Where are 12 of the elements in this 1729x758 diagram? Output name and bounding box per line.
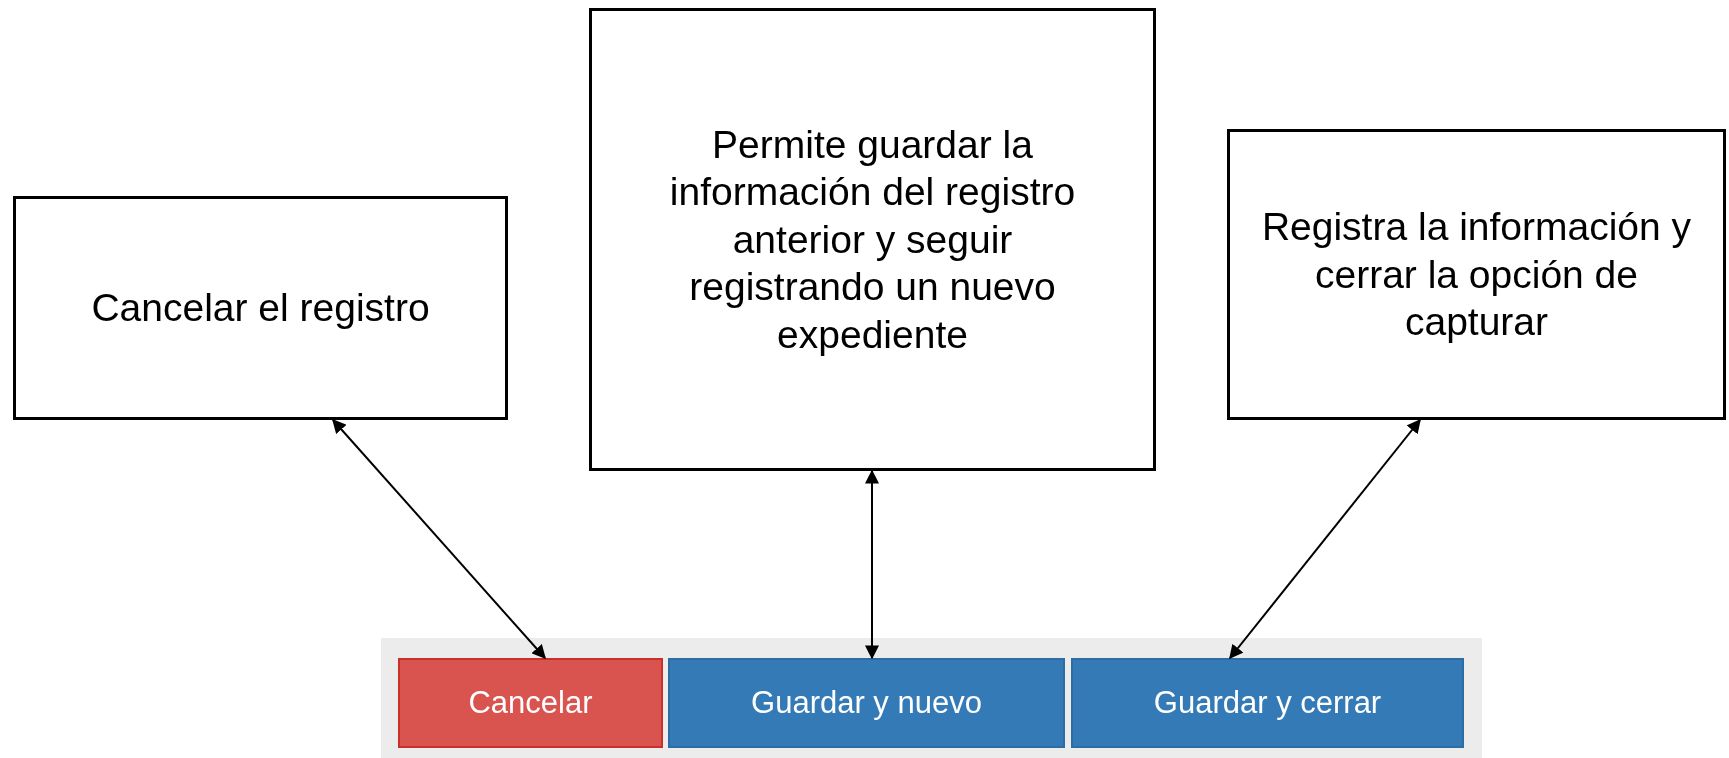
description-box (13, 196, 508, 420)
description-text: Cancelar el registro (91, 285, 430, 332)
cancel-button: Cancelar (398, 658, 663, 748)
double-arrow (865, 469, 879, 660)
save-and-new-button: Guardar y nuevo (668, 658, 1065, 748)
save-and-close-button: Guardar y cerrar (1071, 658, 1464, 748)
description-box (589, 8, 1156, 471)
description-text: Permite guardar la información del registro anterior y seguir registrando un nuevo expediente (668, 121, 1077, 358)
double-arrow (1229, 418, 1421, 660)
description-text: Registra la información y cerrar la opción de capturar (1260, 204, 1693, 346)
double-arrow (332, 418, 546, 660)
description-box (1227, 129, 1726, 420)
